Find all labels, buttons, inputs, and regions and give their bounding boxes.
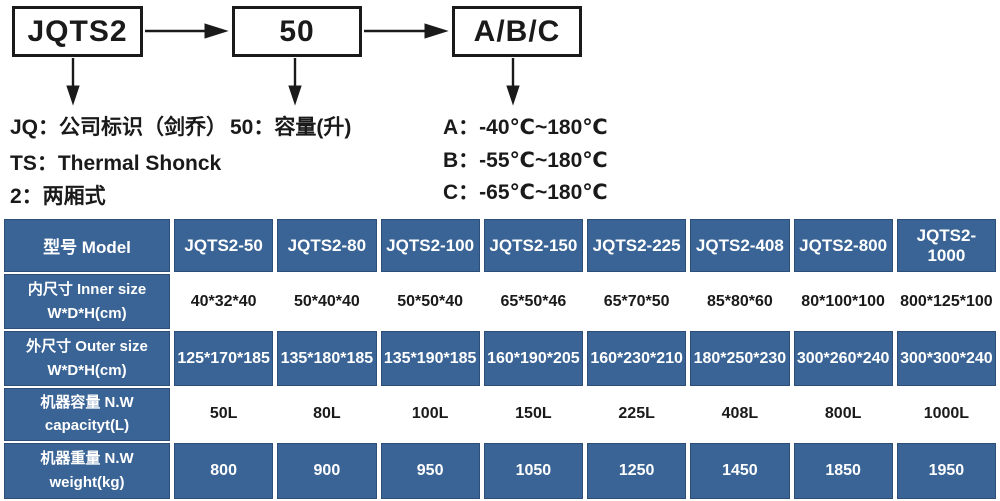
cell-inner-size: 65*50*46 bbox=[483, 274, 583, 329]
header-model: JQTS2-150 bbox=[483, 219, 583, 272]
table-header-row: 型号 Model JQTS2-50 JQTS2-80 JQTS2-100 JQT… bbox=[4, 219, 996, 272]
row-label-en: capacityt(L) bbox=[44, 417, 130, 435]
row-label-capacity: 机器容量 N.W capacityt(L) bbox=[4, 388, 170, 441]
header-model: JQTS2-1000 bbox=[896, 219, 996, 272]
cell-weight: 950 bbox=[380, 442, 480, 499]
cell-inner-size: 65*70*50 bbox=[587, 274, 687, 329]
cell-weight: 900 bbox=[277, 442, 377, 499]
note-brand-2: 2：两厢式 bbox=[10, 185, 106, 208]
header-model: JQTS2-225 bbox=[587, 219, 687, 272]
header-model: JQTS2-50 bbox=[174, 219, 274, 272]
cell-inner-size: 50*50*40 bbox=[380, 274, 480, 329]
header-model-label: 型号 Model bbox=[4, 219, 170, 272]
table-row-capacity: 机器容量 N.W capacityt(L) 50L 80L 100L 150L … bbox=[4, 388, 996, 441]
cell-weight: 1850 bbox=[793, 442, 893, 499]
cell-inner-size: 800*125*100 bbox=[896, 274, 996, 329]
row-label-outer-size: 外尺寸 Outer size W*D*H(cm) bbox=[4, 331, 170, 386]
row-label-cn: 内尺寸 Inner size bbox=[27, 281, 147, 299]
cell-outer-size: 160*230*210 bbox=[587, 331, 687, 386]
row-label-en: W*D*H(cm) bbox=[47, 304, 127, 322]
row-label-cn: 机器重量 N.W bbox=[40, 450, 134, 468]
row-label-inner-size: 内尺寸 Inner size W*D*H(cm) bbox=[4, 274, 170, 329]
header-model: JQTS2-800 bbox=[793, 219, 893, 272]
model-naming-diagram: JQTS2 50 A/B/C JQ：公司标识（剑乔） TS：Thermal Sh… bbox=[0, 0, 1000, 217]
arrow-down-icon bbox=[288, 58, 302, 106]
flow-box-brand: JQTS2 bbox=[12, 6, 143, 57]
cell-capacity: 800L bbox=[793, 388, 893, 441]
row-label-en: weight(kg) bbox=[49, 473, 125, 491]
cell-capacity: 100L bbox=[380, 388, 480, 441]
note-brand-ts: TS：Thermal Shonck bbox=[10, 152, 222, 175]
cell-weight: 1250 bbox=[587, 442, 687, 499]
table-row-weight: 机器重量 N.W weight(kg) 800 900 950 1050 125… bbox=[4, 442, 996, 499]
cell-weight: 800 bbox=[174, 442, 274, 499]
cell-capacity: 1000L bbox=[896, 388, 996, 441]
cell-capacity: 225L bbox=[587, 388, 687, 441]
cell-outer-size: 300*300*240 bbox=[896, 331, 996, 386]
header-model: JQTS2-80 bbox=[277, 219, 377, 272]
cell-inner-size: 80*100*100 bbox=[793, 274, 893, 329]
flow-box-temp-range: A/B/C bbox=[452, 6, 582, 57]
note-brand-jq: JQ：公司标识（剑乔） bbox=[10, 116, 228, 139]
spec-table: 型号 Model JQTS2-50 JQTS2-80 JQTS2-100 JQT… bbox=[0, 217, 1000, 501]
arrow-down-icon bbox=[66, 58, 80, 106]
arrow-right-icon bbox=[145, 23, 229, 39]
flow-box-volume: 50 bbox=[232, 6, 362, 57]
cell-capacity: 50L bbox=[174, 388, 274, 441]
cell-capacity: 150L bbox=[483, 388, 583, 441]
cell-capacity: 408L bbox=[690, 388, 790, 441]
header-model: JQTS2-100 bbox=[380, 219, 480, 272]
note-temp-c: C：-65℃~180℃ bbox=[443, 181, 608, 204]
cell-outer-size: 135*190*185 bbox=[380, 331, 480, 386]
table-row-inner-size: 内尺寸 Inner size W*D*H(cm) 40*32*40 50*40*… bbox=[4, 274, 996, 329]
arrow-down-icon bbox=[506, 58, 520, 106]
cell-inner-size: 85*80*60 bbox=[690, 274, 790, 329]
arrow-right-icon bbox=[364, 23, 449, 39]
cell-outer-size: 125*170*185 bbox=[174, 331, 274, 386]
cell-weight: 1450 bbox=[690, 442, 790, 499]
cell-outer-size: 180*250*230 bbox=[690, 331, 790, 386]
cell-weight: 1050 bbox=[483, 442, 583, 499]
cell-weight: 1950 bbox=[896, 442, 996, 499]
cell-outer-size: 160*190*205 bbox=[483, 331, 583, 386]
cell-inner-size: 40*32*40 bbox=[174, 274, 274, 329]
table-row-outer-size: 外尺寸 Outer size W*D*H(cm) 125*170*185 135… bbox=[4, 331, 996, 386]
row-label-cn: 机器容量 N.W bbox=[40, 394, 134, 411]
note-volume: 50：容量(升) bbox=[230, 116, 352, 139]
note-temp-b: B：-55℃~180℃ bbox=[443, 149, 608, 172]
cell-outer-size: 135*180*185 bbox=[277, 331, 377, 386]
cell-outer-size: 300*260*240 bbox=[793, 331, 893, 386]
row-label-cn: 外尺寸 Outer size bbox=[26, 338, 148, 356]
row-label-en: W*D*H(cm) bbox=[47, 361, 127, 379]
note-temp-a: A：-40℃~180℃ bbox=[443, 116, 608, 139]
cell-capacity: 80L bbox=[277, 388, 377, 441]
row-label-weight: 机器重量 N.W weight(kg) bbox=[4, 442, 170, 499]
header-model: JQTS2-408 bbox=[690, 219, 790, 272]
cell-inner-size: 50*40*40 bbox=[277, 274, 377, 329]
